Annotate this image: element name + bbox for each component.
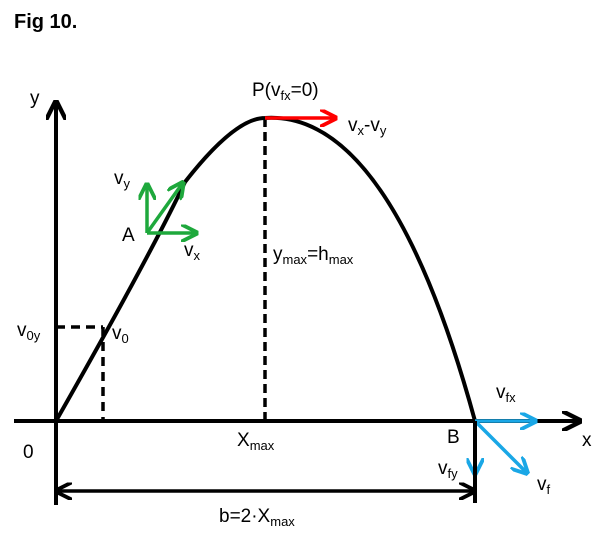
v0-label: v0 <box>112 323 129 346</box>
x-axis-label: x <box>582 430 592 451</box>
y-axis-label: y <box>30 88 40 109</box>
vf-label: vf <box>537 474 551 497</box>
v0y-label: v0y <box>17 320 41 343</box>
b-vf-arrow <box>473 419 526 472</box>
a-vx-label: vx <box>184 240 201 263</box>
point-b-label: B <box>447 427 460 448</box>
range-label: b=2·Xmax <box>219 506 295 529</box>
trajectory-curve <box>54 115 477 422</box>
figure-title: Fig 10. <box>14 11 77 33</box>
xmax-label: Xmax <box>237 430 275 453</box>
vfy-label: vfy <box>438 458 458 481</box>
apex-label: P(vfx=0) <box>252 80 319 103</box>
apex-vector-label: vx-vy <box>348 115 387 138</box>
ymax-label: ymax=hmax <box>273 244 354 267</box>
origin-label: 0 <box>23 442 34 463</box>
point-a-label: A <box>122 225 135 246</box>
a-v-arrow <box>145 184 182 235</box>
vfx-label: vfx <box>496 382 516 405</box>
a-vy-label: vy <box>114 168 131 191</box>
